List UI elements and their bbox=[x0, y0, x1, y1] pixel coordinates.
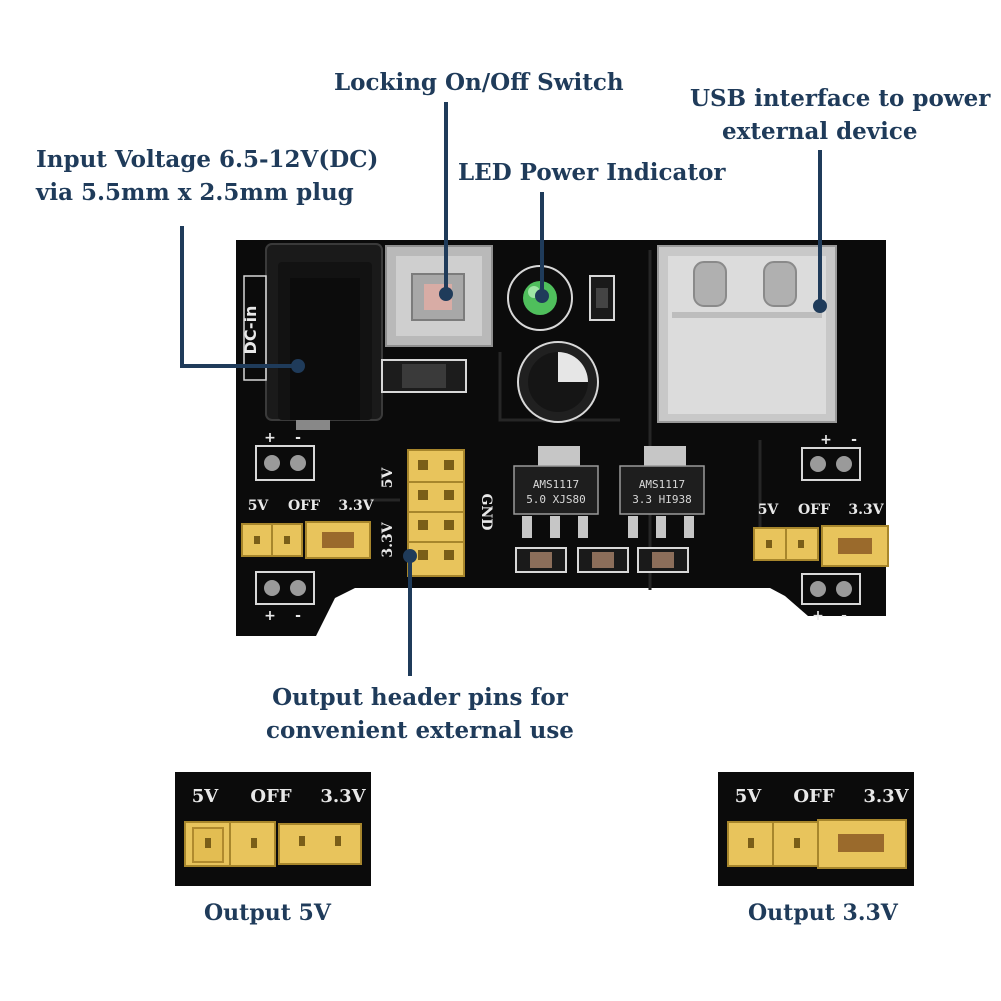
right-rail-bottom bbox=[801, 573, 861, 605]
right-bottom-plus: + bbox=[812, 608, 824, 624]
inset-output-5v: 5V OFF 3.3V bbox=[175, 772, 371, 886]
usb-port bbox=[657, 245, 837, 423]
smd-diode bbox=[381, 359, 467, 393]
caption-output-5v: Output 5V bbox=[204, 900, 331, 926]
reg1-label-line2: 5.0 XJS80 bbox=[526, 493, 586, 506]
inset2-off-label: OFF bbox=[793, 786, 834, 807]
left-3v3-label: 3.3V bbox=[338, 498, 374, 514]
left-jumper-5v bbox=[241, 521, 371, 559]
header-callout-line1: Output header pins for bbox=[272, 684, 568, 711]
header-3v3-label: 3.3V bbox=[380, 521, 396, 557]
inset1-3v3-label: 3.3V bbox=[320, 786, 366, 807]
right-off-label: OFF bbox=[798, 502, 830, 518]
input-callout-line2: via 5.5mm x 2.5mm plug bbox=[36, 179, 354, 206]
left-rail-top bbox=[255, 445, 315, 481]
right-top-minus: - bbox=[851, 432, 857, 448]
input-callout-line1: Input Voltage 6.5-12V(DC) bbox=[36, 146, 379, 173]
header-5v-label: 5V bbox=[380, 467, 396, 489]
inset1-off-label: OFF bbox=[250, 786, 291, 807]
dc-jack bbox=[265, 243, 383, 430]
reg2-label-line1: AMS1117 bbox=[639, 478, 685, 491]
inset2-jumper bbox=[727, 819, 907, 869]
left-off-label: OFF bbox=[288, 498, 320, 514]
switch-callout-label: Locking On/Off Switch bbox=[334, 69, 624, 96]
smd-capacitors bbox=[515, 547, 689, 573]
electrolytic-capacitor bbox=[517, 341, 599, 423]
output-header-pins bbox=[407, 449, 465, 577]
dc-in-outline bbox=[243, 275, 267, 381]
right-5v-label: 5V bbox=[758, 502, 780, 518]
smd-resistor-top bbox=[589, 275, 615, 321]
pcb-traces bbox=[370, 250, 762, 590]
locking-switch bbox=[385, 245, 493, 347]
right-3v3-label: 3.3V bbox=[848, 502, 884, 518]
dc-in-label: DC-in bbox=[241, 306, 260, 355]
left-top-minus: - bbox=[295, 430, 301, 446]
inset1-5v-label: 5V bbox=[192, 786, 220, 807]
header-gnd-label: GND bbox=[478, 494, 494, 531]
right-top-plus: + bbox=[820, 432, 832, 448]
caption-output-3v3: Output 3.3V bbox=[748, 900, 898, 926]
left-bottom-minus: - bbox=[295, 608, 301, 624]
left-rail-bottom bbox=[255, 571, 315, 605]
input-voltage-callout-label: Input Voltage 6.5-12V(DC) via 5.5mm x 2.… bbox=[36, 143, 378, 209]
right-jumper-3v3 bbox=[753, 525, 889, 567]
left-bottom-plus: + bbox=[264, 608, 276, 624]
left-top-plus: + bbox=[264, 430, 276, 446]
pcb-board bbox=[236, 240, 886, 636]
right-bottom-minus: - bbox=[841, 608, 847, 624]
right-rail-top bbox=[801, 447, 861, 481]
inset2-5v-label: 5V bbox=[735, 786, 763, 807]
usb-callout-label: USB interface to power external device bbox=[690, 82, 990, 148]
inset2-3v3-label: 3.3V bbox=[863, 786, 909, 807]
power-led bbox=[507, 265, 573, 331]
usb-callout-line1: USB interface to power bbox=[690, 85, 991, 112]
led-callout-label: LED Power Indicator bbox=[458, 159, 726, 186]
regulator-3v3 bbox=[619, 446, 705, 538]
inset-output-3v3: 5V OFF 3.3V bbox=[718, 772, 914, 886]
inset1-jumper bbox=[184, 821, 362, 867]
reg1-label-line1: AMS1117 bbox=[533, 478, 579, 491]
reg2-label-line2: 3.3 HI938 bbox=[632, 493, 692, 506]
header-callout-line2: convenient external use bbox=[266, 717, 574, 744]
input-leader-line bbox=[180, 226, 298, 368]
left-5v-label: 5V bbox=[248, 498, 270, 514]
header-pins-callout-label: Output header pins for convenient extern… bbox=[266, 681, 574, 747]
usb-callout-line2: external device bbox=[722, 118, 918, 145]
regulator-5v bbox=[513, 446, 599, 538]
